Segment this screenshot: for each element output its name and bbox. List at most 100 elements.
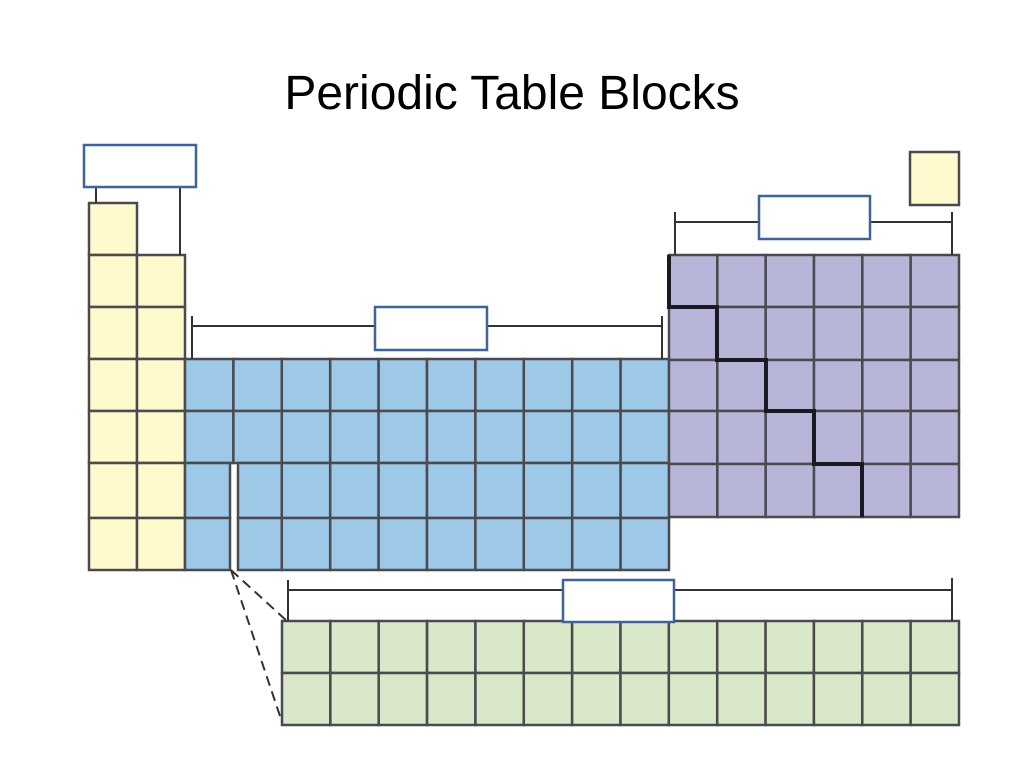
f-block-cell <box>377 671 429 727</box>
d-block-cell <box>328 516 380 572</box>
f-block-cell <box>909 619 961 675</box>
p-block-cell <box>861 358 912 413</box>
p-block-cell <box>716 305 767 362</box>
p-block-cell <box>667 358 719 413</box>
page-title: Periodic Table Blocks <box>284 67 740 120</box>
d-block-cell <box>236 461 284 520</box>
p-block-cell <box>716 358 767 413</box>
p-block-cell <box>861 409 912 466</box>
p-block-cell <box>861 462 912 519</box>
d-block-cell <box>232 409 284 465</box>
d-block-cell <box>522 357 574 413</box>
p-block-cell <box>764 462 816 519</box>
d-block-cell <box>377 516 429 572</box>
d-block-cell <box>570 409 622 465</box>
s-block-cell <box>135 357 187 413</box>
p-block-cell <box>909 462 961 519</box>
f-block-cell <box>619 619 671 675</box>
s-block-cell <box>87 461 139 520</box>
p-block-cell <box>861 253 912 309</box>
d-block-cell <box>328 461 380 520</box>
d-block-cell <box>232 357 284 413</box>
f-block-cell <box>715 619 767 675</box>
d-block-cell <box>236 516 284 572</box>
p-block-cell <box>909 409 961 466</box>
p-block-cell <box>667 305 719 362</box>
d-block-cell <box>183 461 232 520</box>
f-block-cell <box>522 619 574 675</box>
d-block-cell <box>522 461 574 520</box>
d-block-cell <box>425 461 477 520</box>
s-block-cell <box>87 357 139 413</box>
d-block-cell <box>570 516 622 572</box>
d-block-cell <box>474 409 526 465</box>
f-block-cell <box>425 619 477 675</box>
f-block-label-box <box>561 578 676 624</box>
f-block-cell <box>667 671 719 727</box>
s-block-cell <box>87 305 139 361</box>
f-block-cell <box>280 671 332 727</box>
s-block-cell <box>87 201 139 257</box>
d-block-cell <box>570 461 622 520</box>
d-block-cell <box>377 461 429 520</box>
p-block-cell <box>861 305 912 362</box>
s-block-cell <box>87 516 139 572</box>
p-block-label-box <box>757 194 872 241</box>
f-block-cell <box>909 671 961 727</box>
f-block-cell <box>522 671 574 727</box>
f-block-cell <box>764 619 816 675</box>
f-block-connector-dashed-line <box>230 569 283 723</box>
d-block-cell <box>328 357 380 413</box>
f-block-cell <box>425 671 477 727</box>
f-block-cell <box>329 671 380 727</box>
metal-nonmetal-staircase-line <box>667 255 864 517</box>
d-block-cell <box>280 409 332 465</box>
p-block-cell <box>667 409 719 466</box>
s-block-cell <box>135 253 187 309</box>
d-block-cell <box>377 357 429 413</box>
f-block-cell <box>474 619 526 675</box>
f-block-cell <box>861 619 912 675</box>
f-block-cell <box>329 619 380 675</box>
d-block-cell <box>474 461 526 520</box>
p-block-cell <box>909 253 961 309</box>
d-block-cell <box>328 409 380 465</box>
f-block-cell <box>667 619 719 675</box>
d-block-cell <box>183 516 232 572</box>
f-block-cell <box>377 619 429 675</box>
p-block-cell <box>764 253 816 309</box>
p-block-cell <box>812 305 864 362</box>
d-block-cell <box>619 409 671 465</box>
f-block-cell <box>474 671 526 727</box>
d-block-cell <box>280 357 332 413</box>
d-block-cell <box>425 516 477 572</box>
p-block-cell <box>716 462 767 519</box>
d-block-cell <box>474 516 526 572</box>
d-block-cell <box>619 357 671 413</box>
p-block-cell <box>667 253 719 309</box>
f-block-cell <box>619 671 671 727</box>
s-block-cell <box>135 516 187 572</box>
p-block-cell <box>764 409 816 466</box>
d-block-cell <box>425 409 477 465</box>
f-block-connector-dashed-line <box>230 569 288 622</box>
s-block-cell <box>135 461 187 520</box>
p-block-cell <box>716 409 767 466</box>
d-block-cell <box>474 357 526 413</box>
d-block-cell <box>377 409 429 465</box>
d-block-cell <box>280 516 332 572</box>
p-block-cell <box>812 409 864 466</box>
p-block-cell <box>764 305 816 362</box>
p-block-cell <box>812 462 864 519</box>
s-block-label-box <box>82 143 198 189</box>
p-block-cell <box>667 462 719 519</box>
f-block-cell <box>570 619 622 675</box>
d-block-cell <box>522 409 574 465</box>
p-block-cell <box>812 358 864 413</box>
f-block-cell <box>764 671 816 727</box>
s-block-cell <box>135 409 187 465</box>
f-block-cell <box>280 619 332 675</box>
d-block-cell <box>619 461 671 520</box>
f-block-cell <box>812 619 864 675</box>
